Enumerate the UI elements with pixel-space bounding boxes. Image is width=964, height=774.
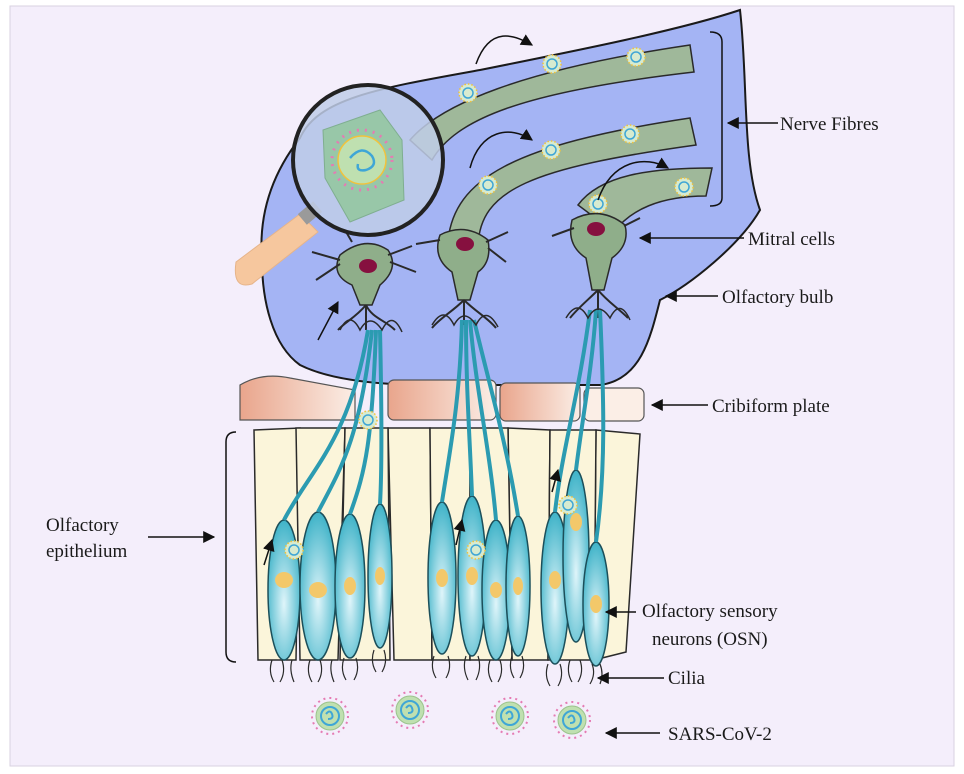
label-nerve-fibres: Nerve Fibres — [780, 114, 879, 135]
label-osn-line2: neurons (OSN) — [652, 629, 768, 650]
label-mitral-cells: Mitral cells — [748, 229, 835, 250]
label-cilia: Cilia — [668, 668, 706, 689]
label-cribiform-plate: Cribiform plate — [712, 396, 830, 417]
label-olfactory-epithelium-line2: epithelium — [46, 541, 127, 562]
label-sars-cov-2: SARS-CoV-2 — [668, 724, 772, 745]
label-olfactory-epithelium-line1: Olfactory — [46, 515, 119, 536]
label-olfactory-bulb: Olfactory bulb — [722, 287, 833, 308]
label-osn-line1: Olfactory sensory — [642, 601, 778, 622]
